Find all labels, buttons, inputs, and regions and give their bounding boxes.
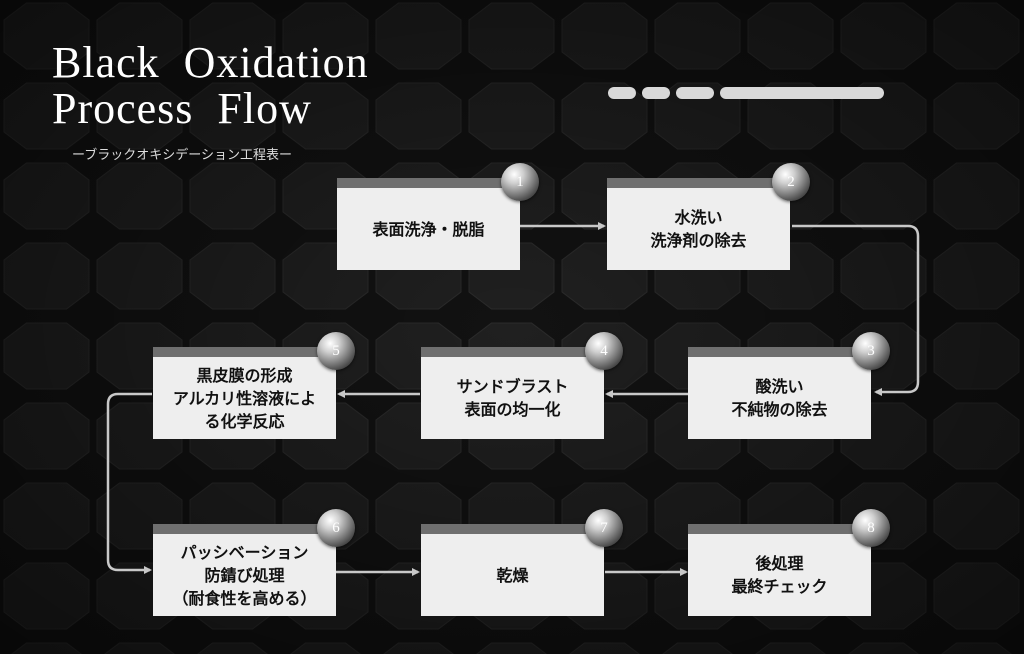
arrow-2-to-3: [792, 224, 920, 396]
step-label: サンドブラスト 表面の均一化: [456, 377, 569, 419]
step-number-badge-2: 2: [772, 163, 810, 201]
title-line-2: Process Flow: [52, 84, 312, 133]
step-number-badge-5: 5: [317, 332, 355, 370]
step-box-2: 水洗い 洗浄剤の除去: [607, 178, 790, 270]
step-number-badge-6: 6: [317, 509, 355, 547]
step-box-3: 酸洗い 不純物の除去: [688, 347, 871, 439]
step-box-6: パッシベーション 防錆び処理 （耐食性を高める）: [153, 524, 336, 616]
step-label: 乾燥: [496, 565, 529, 585]
step-label: 後処理 最終チェック: [731, 554, 828, 596]
title-line-1: Black Oxidation: [52, 38, 369, 87]
pill-2: [642, 87, 670, 99]
step-box-7: 乾燥: [421, 524, 604, 616]
step-label: 酸洗い 不純物の除去: [731, 377, 828, 419]
step-box-4: サンドブラスト 表面の均一化: [421, 347, 604, 439]
step-number-badge-8: 8: [852, 509, 890, 547]
step-number-badge-4: 4: [585, 332, 623, 370]
arrow-5-to-6: [106, 392, 152, 574]
pill-3: [676, 87, 714, 99]
step-label: 黒皮膜の形成 アルカリ性溶液によ る化学反応: [172, 365, 317, 431]
step-number-badge-3: 3: [852, 332, 890, 370]
step-box-8: 後処理 最終チェック: [688, 524, 871, 616]
step-number-badge-7: 7: [585, 509, 623, 547]
step-label: 表面洗浄・脱脂: [372, 219, 485, 239]
step-label: 水洗い 洗浄剤の除去: [650, 208, 747, 250]
step-number-badge-1: 1: [501, 163, 539, 201]
step-box-5: 黒皮膜の形成 アルカリ性溶液によ る化学反応: [153, 347, 336, 439]
page-subtitle: ーブラックオキシデーション工程表ー: [72, 148, 292, 163]
pill-1: [608, 87, 636, 99]
step-label: パッシベーション 防錆び処理 （耐食性を高める）: [172, 542, 317, 608]
step-box-1: 表面洗浄・脱脂: [337, 178, 520, 270]
decorative-pill-bar: [608, 87, 884, 99]
pill-4: [720, 87, 884, 99]
page-title: Black Oxidation Process Flow: [52, 40, 369, 132]
